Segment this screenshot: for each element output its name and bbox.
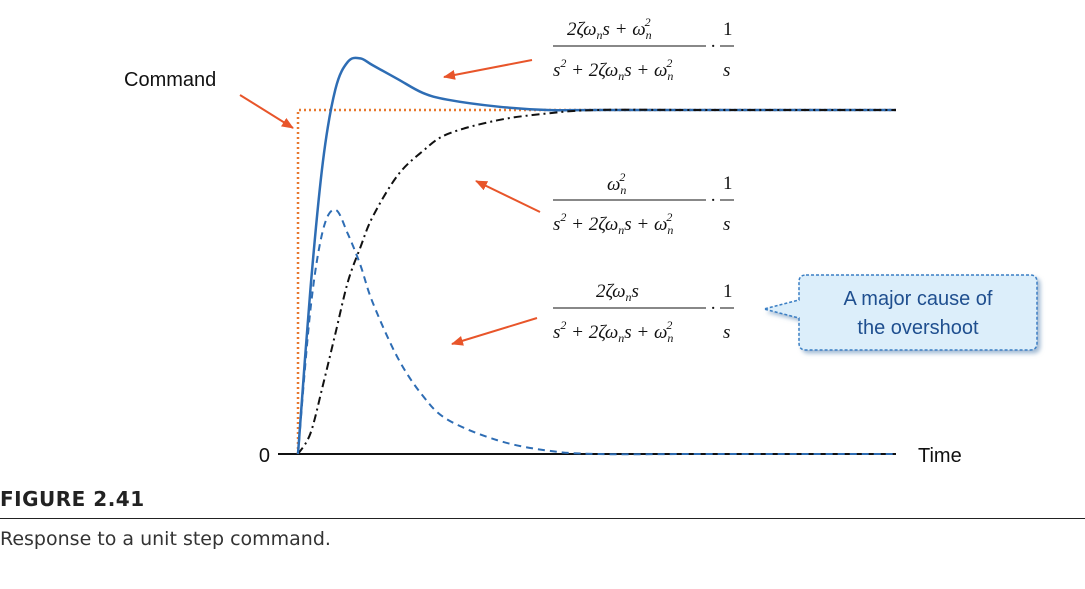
svg-text:1: 1	[723, 19, 733, 40]
svg-text:2ζωns + ωn2: 2ζωns + ωn2	[567, 15, 652, 42]
command-arrow	[239, 94, 294, 129]
figure-label: FIGURE 2.41	[0, 487, 145, 511]
svg-text:s2 + 2ζωns + ωn2: s2 + 2ζωns + ωn2	[553, 210, 673, 237]
svg-text:s: s	[723, 60, 730, 81]
formula2-arrow	[475, 180, 541, 213]
overshoot-callout: A major cause of the overshoot	[763, 274, 1038, 351]
step-response-chart: 0 Time Command 2ζωns + ωn2 s2 + 2ζωns + …	[124, 15, 1038, 467]
callout-line-2: the overshoot	[857, 317, 979, 339]
svg-text:s: s	[723, 322, 730, 343]
formula1-arrow	[443, 59, 533, 80]
origin-label: 0	[259, 445, 270, 467]
series-derivative-term-line	[297, 208, 896, 456]
svg-text:1: 1	[723, 281, 733, 302]
svg-text:ωn2: ωn2	[607, 170, 626, 197]
svg-text:2ζωns: 2ζωns	[596, 281, 639, 304]
series-total-response-line	[296, 56, 896, 455]
svg-text:·: ·	[710, 190, 716, 211]
series-natural-term-line	[297, 108, 896, 455]
formula-derivative-term: 2ζωns s2 + 2ζωns + ωn2 · 1 s	[553, 281, 734, 345]
svg-text:1: 1	[723, 173, 733, 194]
svg-text:·: ·	[710, 298, 716, 319]
svg-text:s: s	[723, 214, 730, 235]
formula-natural-term: ωn2 s2 + 2ζωns + ωn2 · 1 s	[553, 170, 734, 237]
svg-text:·: ·	[710, 36, 716, 57]
command-label: Command	[124, 69, 216, 91]
x-axis-label: Time	[918, 445, 962, 467]
formula-total-response: 2ζωns + ωn2 s2 + 2ζωns + ωn2 · 1 s	[553, 15, 734, 83]
figure-caption: Response to a unit step command.	[0, 528, 331, 550]
svg-text:s2 + 2ζωns + ωn2: s2 + 2ζωns + ωn2	[553, 56, 673, 83]
callout-line-1: A major cause of	[844, 288, 993, 310]
caption-divider	[0, 518, 1085, 519]
formula3-arrow	[451, 317, 538, 346]
svg-text:s2 + 2ζωns + ωn2: s2 + 2ζωns + ωn2	[553, 318, 673, 345]
